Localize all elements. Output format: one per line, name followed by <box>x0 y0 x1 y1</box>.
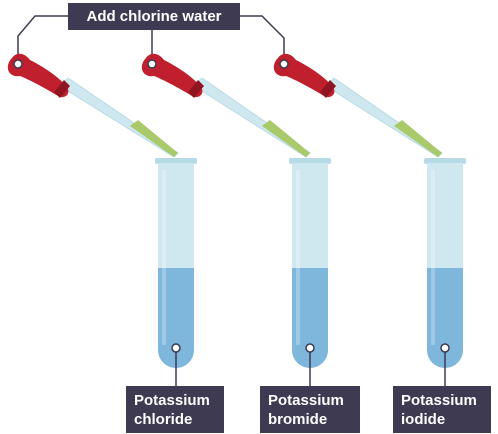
dropper-left <box>7 53 179 158</box>
tube-label-line1: Potassium <box>268 392 344 409</box>
dropper-icon <box>7 53 179 158</box>
tube-highlight <box>162 170 166 345</box>
dropper-right <box>273 53 443 158</box>
dropper-liquid <box>394 120 442 157</box>
dropper-bulb <box>141 53 203 98</box>
tube-solution <box>427 268 463 368</box>
tube-pointer-dot <box>305 343 315 353</box>
tube-highlight <box>296 170 300 345</box>
tube-label-line2: bromide <box>268 411 328 428</box>
dropper-icon <box>273 53 443 158</box>
tube-rim <box>155 158 197 164</box>
dropper-pointer-dot <box>147 59 157 69</box>
dropper-collar <box>188 80 204 98</box>
dropper-pointer-dot <box>279 59 289 69</box>
label-potassium-bromide: Potassium bromide <box>260 386 360 433</box>
tube-label-line2: chloride <box>134 411 193 428</box>
dropper-bulb <box>7 53 69 98</box>
dropper-liquid <box>130 120 178 157</box>
test-tube-bromide <box>289 158 331 386</box>
tube-pointer-dot <box>171 343 181 353</box>
tube-solution <box>292 268 328 368</box>
dropper-collar <box>320 80 336 98</box>
connector-right <box>240 15 285 62</box>
test-tube-iodide <box>424 158 466 386</box>
dropper-pointer-dot <box>13 59 23 69</box>
tube-solution <box>158 268 194 368</box>
dropper-icon <box>141 53 311 158</box>
dropper-bulb <box>273 53 335 98</box>
label-potassium-iodide: Potassium iodide <box>393 386 491 433</box>
tube-label-line2: iodide <box>401 411 446 428</box>
tube-label-line1: Potassium <box>134 392 210 409</box>
tube-rim <box>424 158 466 164</box>
test-tube-chloride <box>155 158 197 386</box>
add-chlorine-water-label: Add chlorine water <box>68 3 240 30</box>
tube-rim <box>289 158 331 164</box>
label-potassium-chloride: Potassium chloride <box>126 386 224 433</box>
tube-highlight <box>431 170 435 345</box>
tube-label-line1: Potassium <box>401 392 477 409</box>
dropper-middle <box>141 53 311 158</box>
tube-pointer-dot <box>440 343 450 353</box>
dropper-collar <box>54 80 70 98</box>
dropper-liquid <box>262 120 310 157</box>
connector-left <box>17 15 68 62</box>
